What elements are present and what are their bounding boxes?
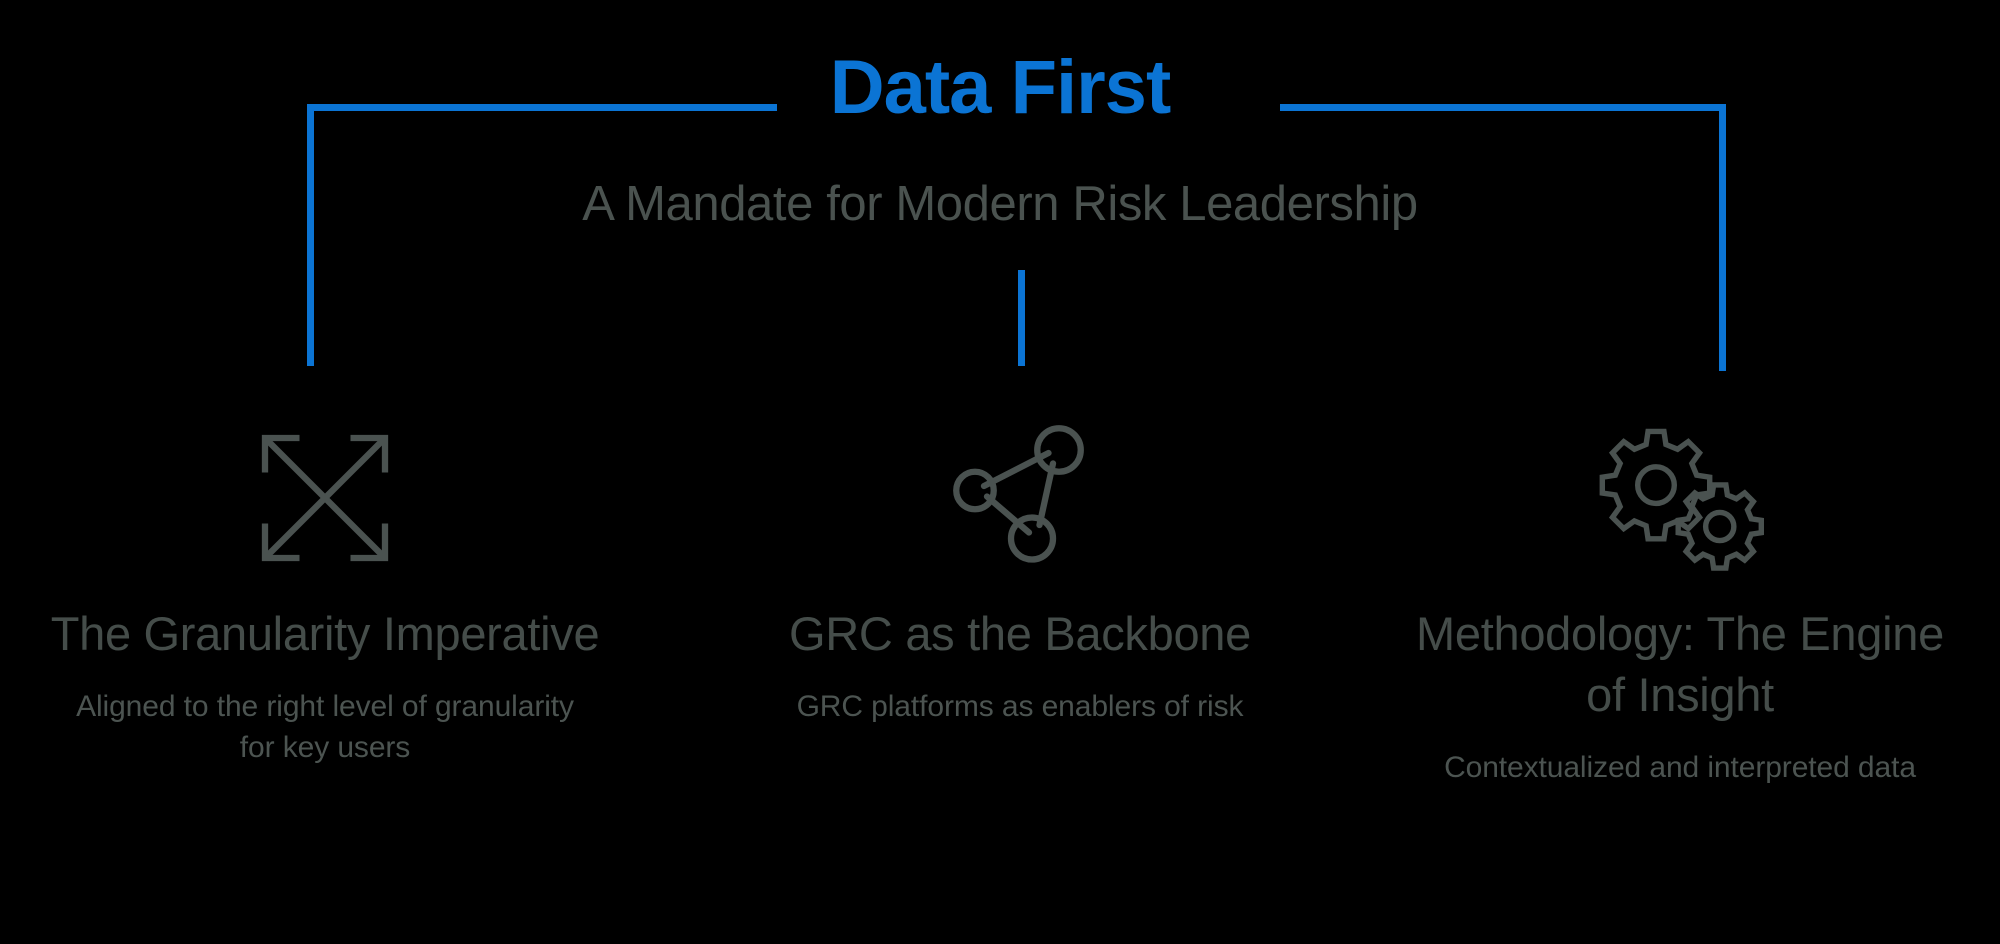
column-grc: GRC as the Backbone GRC platforms as ena… <box>705 400 1335 727</box>
column-title: Methodology: The Engine of Insight <box>1416 607 1944 722</box>
network-nodes-icon <box>705 400 1335 595</box>
column-title: GRC as the Backbone <box>789 607 1251 660</box>
connector-leg-left <box>307 104 314 366</box>
page-subtitle: A Mandate for Modern Risk Leadership <box>582 177 1418 231</box>
connector-leg-right <box>1719 104 1726 371</box>
column-granularity: The Granularity Imperative Aligned to th… <box>40 400 610 769</box>
gears-icon <box>1390 400 1970 595</box>
connector-arm-left <box>307 104 777 111</box>
page-title: Data First <box>829 45 1172 130</box>
column-description: Contextualized and interpreted data <box>1444 751 1916 785</box>
column-description: GRC platforms as enablers of risk <box>796 690 1244 724</box>
column-description: Aligned to the right level of granularit… <box>76 690 574 765</box>
expand-arrows-icon <box>40 400 610 595</box>
column-methodology: Methodology: The Engine of Insight Conte… <box>1390 400 1970 789</box>
connector-arm-right <box>1280 104 1726 111</box>
column-title: The Granularity Imperative <box>50 607 600 660</box>
connector-leg-center <box>1018 270 1025 366</box>
